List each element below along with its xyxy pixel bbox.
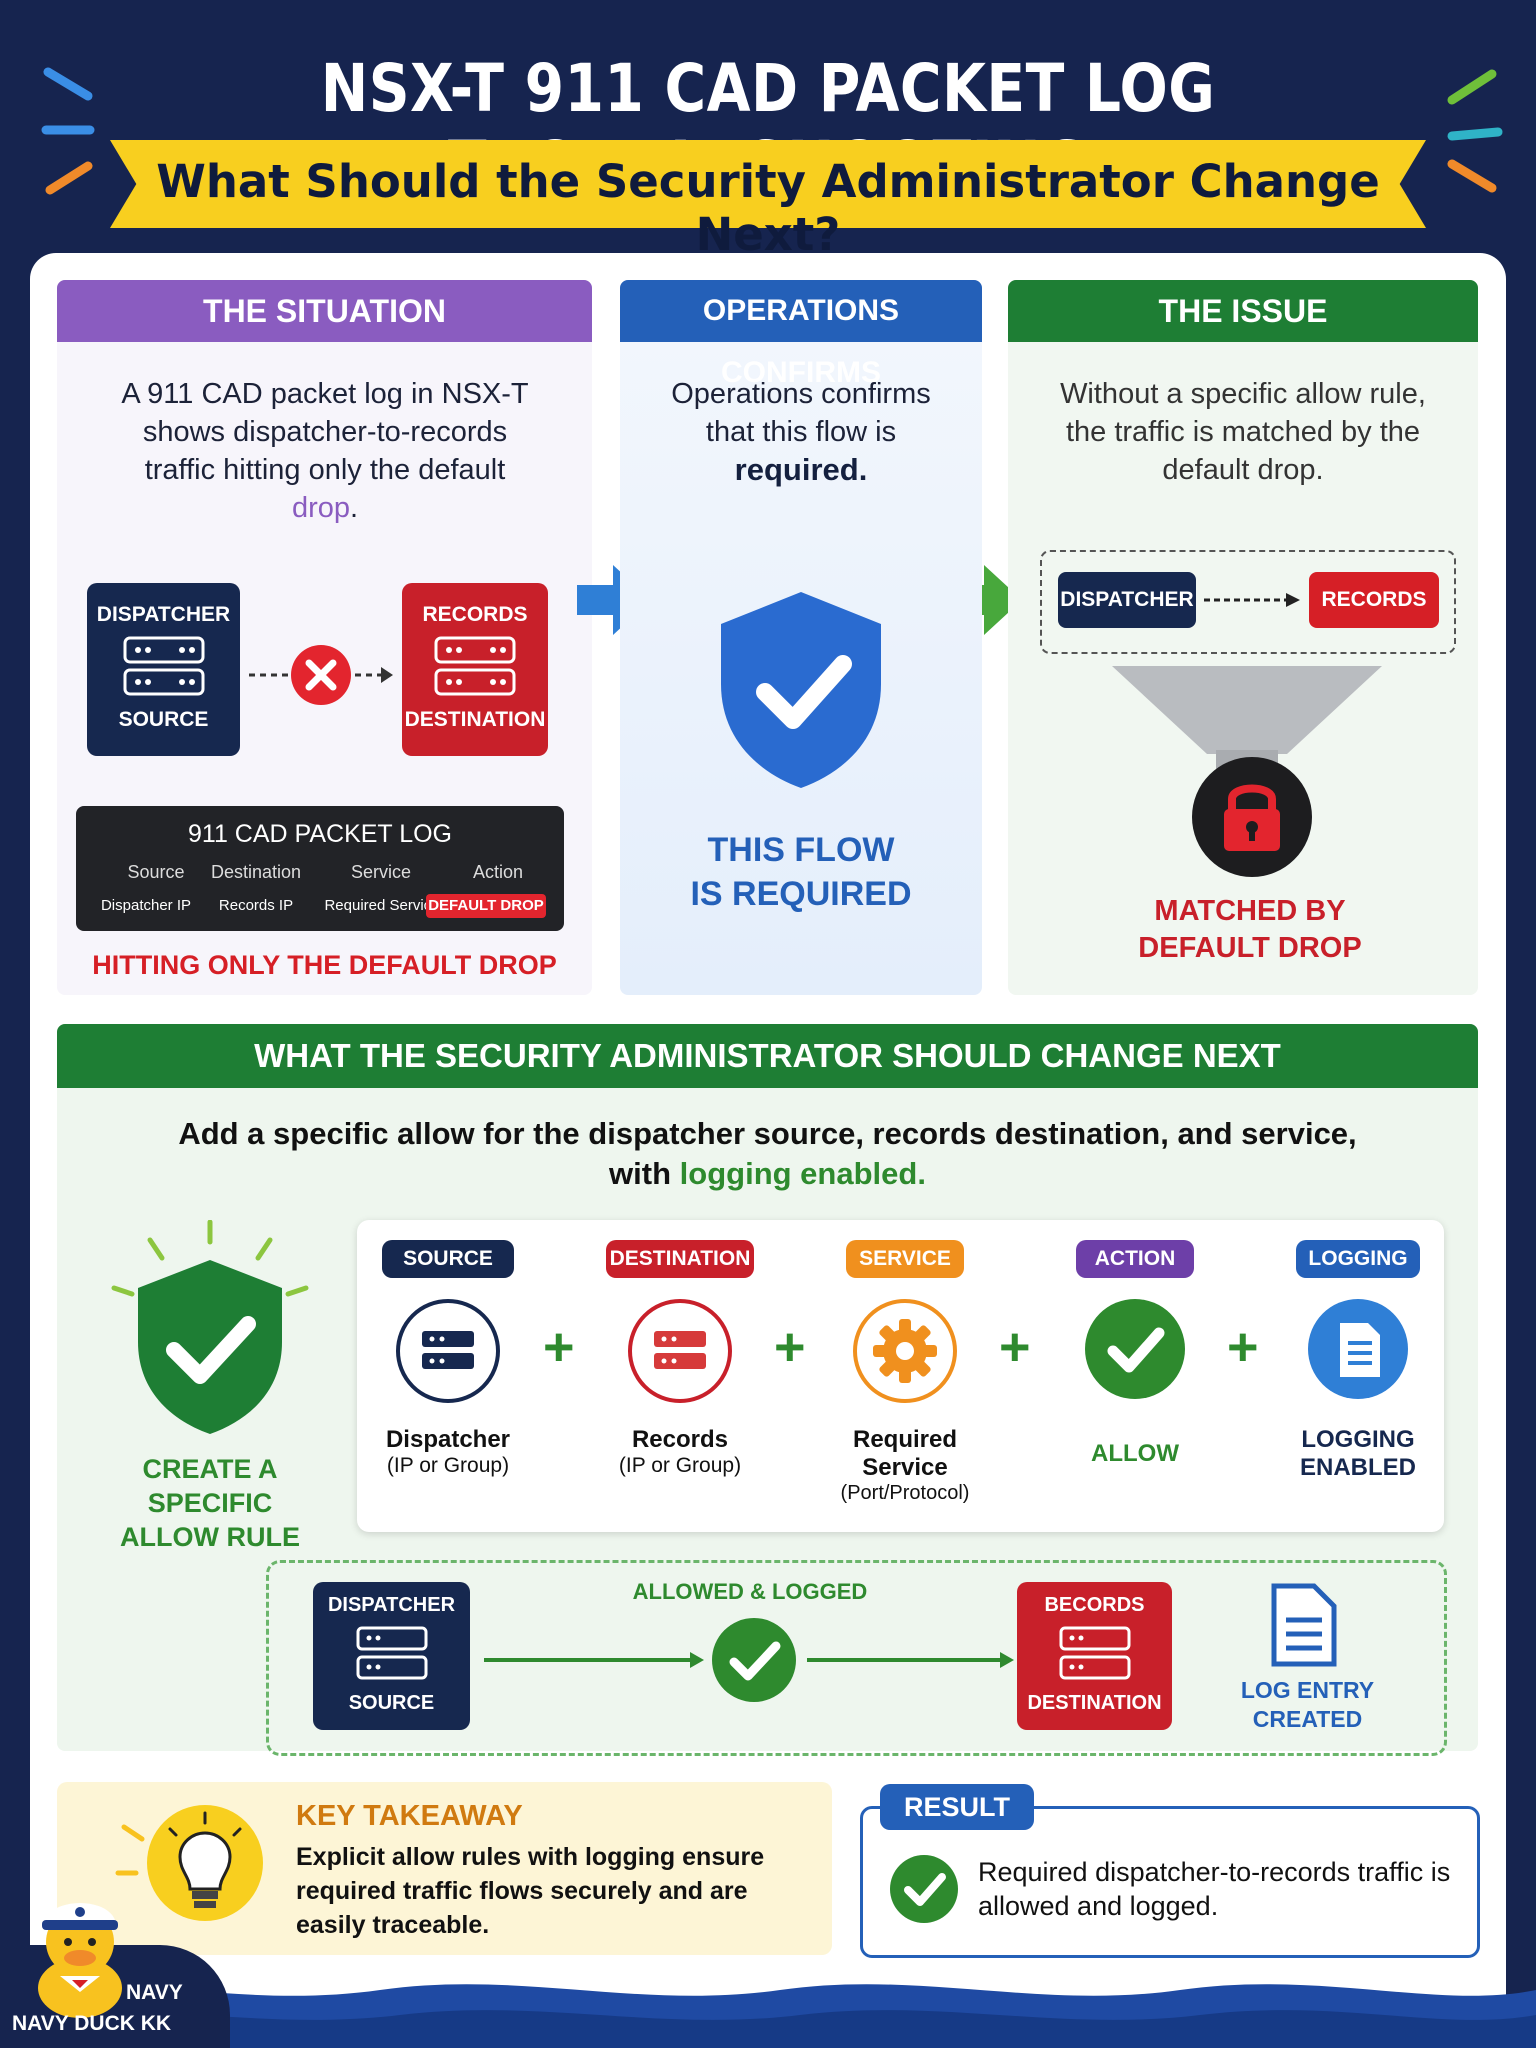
allow-rule-shield-icon bbox=[111, 1220, 309, 1434]
packet-log-header: Source Destination Service Action bbox=[127, 862, 524, 882]
situation-source-box: DISPATCHER SOURCE bbox=[87, 583, 240, 756]
log-document-icon bbox=[1271, 1583, 1337, 1667]
source-box-sublabel: SOURCE bbox=[118, 708, 209, 731]
service-tag: SERVICE bbox=[846, 1240, 964, 1278]
server-icon bbox=[356, 1626, 427, 1680]
result-heading: RESULT bbox=[880, 1784, 1034, 1830]
packet-log-row: Dispatcher IP Records IP Required Servic… bbox=[76, 894, 564, 918]
source-tag: SOURCE bbox=[382, 1240, 514, 1278]
issue-caption: MATCHED BY DEFAULT DROP bbox=[1138, 895, 1362, 964]
source-label: Dispatcher (IP or Group) bbox=[385, 1426, 511, 1477]
action-label: ALLOW bbox=[1091, 1440, 1179, 1467]
plus-sign: + bbox=[774, 1317, 806, 1377]
destination-server-icon bbox=[628, 1299, 732, 1403]
result-check-icon bbox=[890, 1855, 958, 1923]
brand-name: NAVY DUCK KK bbox=[12, 2012, 172, 2035]
source-server-icon bbox=[396, 1299, 500, 1403]
duck-mascot-icon bbox=[38, 1903, 122, 2018]
plus-sign: + bbox=[543, 1317, 575, 1377]
wave-footer bbox=[0, 1984, 1536, 2048]
allowed-flow-arrow bbox=[484, 1618, 1014, 1702]
logging-label: LOGGING ENABLED bbox=[1299, 1426, 1416, 1481]
destination-label: Records (IP or Group) bbox=[618, 1426, 742, 1477]
brand-small: NAVY bbox=[126, 1981, 183, 2004]
flow-dest-box: BECORDS DESTINATION bbox=[1017, 1582, 1172, 1730]
situation-heading: THE SITUATION bbox=[57, 280, 592, 342]
logging-tag: LOGGING bbox=[1296, 1240, 1420, 1278]
operations-caption: THIS FLOW IS REQUIRED bbox=[690, 831, 912, 913]
packet-log-table: 911 CAD PACKET LOG Source Destination Se… bbox=[76, 806, 564, 931]
check-icon bbox=[1085, 1299, 1185, 1399]
packet-log-title: 911 CAD PACKET LOG bbox=[188, 820, 452, 848]
issue-text: Without a specific allow rule, the traff… bbox=[1060, 378, 1426, 486]
arrow-right-icon bbox=[948, 565, 1022, 635]
takeaway-text: Explicit allow rules with logging ensure… bbox=[296, 1843, 765, 1939]
gear-icon bbox=[853, 1299, 957, 1403]
dashed-arrow bbox=[1204, 593, 1300, 607]
source-box-label: DISPATCHER bbox=[96, 603, 231, 626]
issue-flow-box bbox=[1040, 550, 1456, 654]
issue-records-pill: RECORDS bbox=[1309, 572, 1439, 628]
service-label: Required Service (Port/Protocol) bbox=[840, 1426, 970, 1504]
lock-icon bbox=[1192, 757, 1312, 877]
spark-right-icon bbox=[1447, 69, 1503, 193]
subtitle-banner bbox=[110, 140, 1426, 228]
plus-sign: + bbox=[1227, 1317, 1259, 1377]
situation-footer: HITTING ONLY THE DEFAULT DROP bbox=[92, 950, 557, 980]
page-subtitle: What Should the Security Administrator C… bbox=[156, 155, 1380, 261]
result-panel bbox=[860, 1806, 1480, 1958]
takeaway-heading: KEY TAKEAWAY bbox=[296, 1800, 523, 1832]
lightbulb-icon bbox=[115, 1805, 263, 1921]
situation-dest-box: RECORDS DESTINATION bbox=[402, 583, 548, 756]
dest-box-label: RECORDS bbox=[422, 603, 528, 626]
destination-tag: DESTINATION bbox=[606, 1240, 754, 1278]
arrow-right-icon bbox=[577, 565, 651, 635]
server-icon bbox=[123, 636, 204, 696]
operations-text: Operations confirms that this flow is re… bbox=[671, 378, 931, 487]
action-tag: ACTION bbox=[1076, 1240, 1194, 1278]
spark-left-icon bbox=[41, 67, 95, 195]
issue-dispatcher-pill: DISPATCHER bbox=[1058, 572, 1196, 628]
issue-heading: THE ISSUE bbox=[1008, 280, 1478, 342]
server-icon bbox=[1059, 1626, 1130, 1680]
plus-sign: + bbox=[999, 1317, 1031, 1377]
result-text: Required dispatcher-to-records traffic i… bbox=[978, 1857, 1451, 1921]
flow-source-box: DISPATCHER SOURCE bbox=[313, 1582, 470, 1730]
log-entry-caption: LOG ENTRY CREATED bbox=[1240, 1677, 1375, 1732]
operations-heading: OPERATIONS CONFIRMS bbox=[620, 280, 982, 389]
allowed-flow-box bbox=[266, 1560, 1447, 1756]
change-text: Add a specific allow for the dispatcher … bbox=[178, 1116, 1357, 1191]
situation-text: A 911 CAD packet log in NSX-T shows disp… bbox=[121, 378, 529, 524]
blocked-arrow bbox=[249, 645, 393, 705]
allow-rule-caption: CREATE A SPECIFIC ALLOW RULE bbox=[120, 1454, 300, 1552]
server-icon bbox=[434, 636, 516, 696]
document-icon bbox=[1308, 1299, 1408, 1399]
shield-check-icon bbox=[721, 592, 881, 788]
dest-box-sublabel: DESTINATION bbox=[404, 708, 546, 731]
change-heading: WHAT THE SECURITY ADMINISTRATOR SHOULD C… bbox=[57, 1024, 1478, 1088]
allowed-logged-label: ALLOWED & LOGGED bbox=[632, 1579, 868, 1604]
default-drop-badge: DEFAULT DROP bbox=[426, 894, 546, 918]
